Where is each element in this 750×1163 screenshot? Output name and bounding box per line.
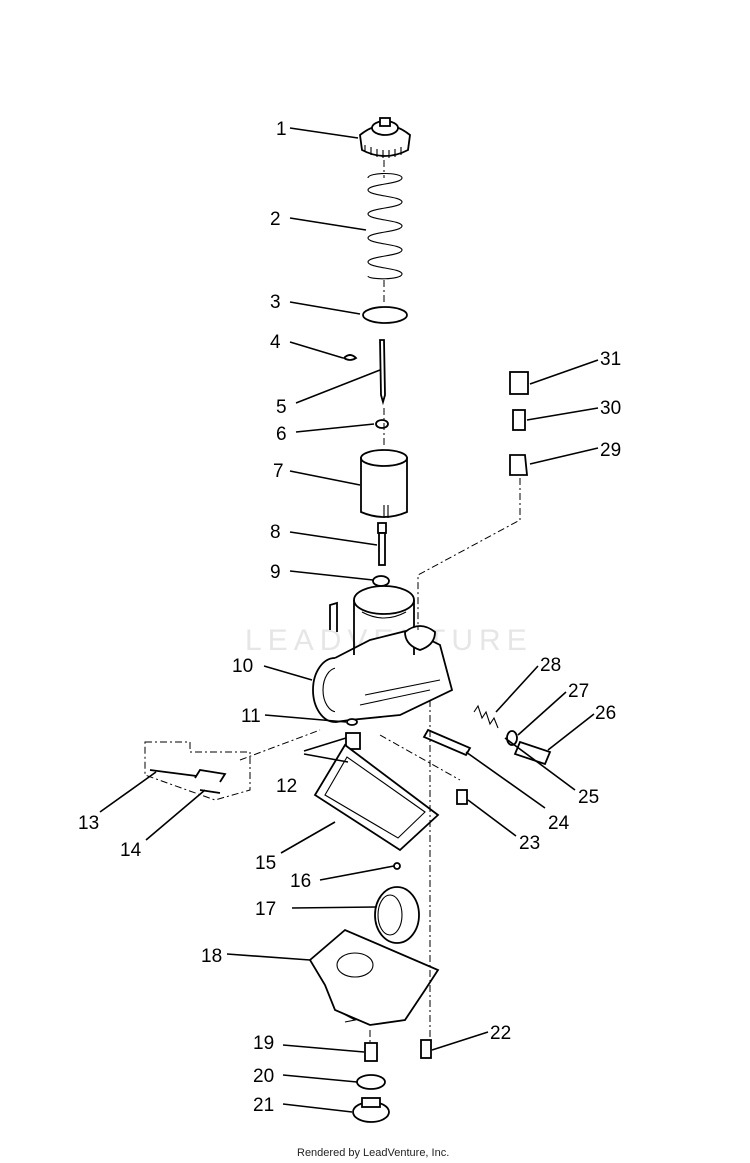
part-8-needle-jet [377, 522, 387, 566]
callout-14: 14 [120, 840, 142, 861]
callout-labels: 1 2 3 4 5 6 7 8 9 10 11 12 13 14 15 16 1… [78, 119, 621, 1116]
callout-20: 20 [253, 1066, 274, 1087]
callout-9: 9 [270, 562, 281, 583]
callout-7: 7 [273, 461, 284, 482]
callout-28: 28 [540, 655, 561, 676]
part-20-o-ring [356, 1074, 386, 1090]
callout-31: 31 [600, 349, 621, 370]
part-13-14-pin-bracket [144, 741, 251, 801]
callout-11: 11 [241, 706, 261, 727]
assembly-guide-lines [239, 160, 521, 1043]
callout-18: 18 [201, 946, 222, 967]
part-9-nut [372, 575, 390, 587]
part-22-screw [420, 1039, 432, 1059]
callout-12: 12 [276, 776, 297, 797]
callout-27: 27 [568, 681, 589, 702]
part-3-seal [362, 306, 408, 324]
part-25-26-27-28-idle-adjust [473, 704, 552, 766]
part-21-plug [352, 1097, 390, 1123]
part-4-clip [342, 354, 358, 361]
callout-1: 1 [276, 119, 287, 140]
leader-lines [99, 127, 599, 1113]
part-15-gasket [313, 743, 440, 852]
callout-19: 19 [253, 1033, 274, 1054]
callout-22: 22 [490, 1023, 511, 1044]
part-24-pilot-screw [422, 728, 472, 757]
callout-5: 5 [276, 397, 287, 418]
callout-21: 21 [253, 1095, 274, 1116]
part-16-ball [393, 862, 401, 870]
part-23-screw [456, 789, 468, 805]
callout-17: 17 [255, 899, 276, 920]
callout-15: 15 [255, 853, 276, 874]
callout-24: 24 [548, 813, 570, 834]
part-5-needle [379, 339, 386, 406]
part-19-drain-screw [364, 1042, 378, 1062]
callout-8: 8 [270, 522, 281, 543]
part-2-spring [367, 172, 403, 280]
callout-29: 29 [600, 440, 621, 461]
part-11-washer [346, 718, 358, 726]
part-17-float [374, 886, 420, 944]
callout-4: 4 [270, 332, 281, 353]
part-10-body [312, 585, 454, 723]
callout-10: 10 [232, 656, 253, 677]
callout-13: 13 [78, 813, 99, 834]
callout-16: 16 [290, 871, 311, 892]
footer-credit: Rendered by LeadVenture, Inc. [297, 1147, 449, 1159]
callout-26: 26 [595, 703, 616, 724]
callout-23: 23 [519, 833, 540, 854]
part-18-float-bowl [308, 928, 440, 1026]
part-6-washer [375, 419, 389, 429]
callout-6: 6 [276, 424, 287, 445]
callout-2: 2 [270, 209, 281, 230]
callout-3: 3 [270, 292, 281, 313]
part-1-cap [359, 117, 411, 158]
callout-25: 25 [578, 787, 599, 808]
part-7-slide [360, 449, 408, 518]
callout-30: 30 [600, 398, 621, 419]
part-29-30-31-choke [509, 371, 529, 476]
